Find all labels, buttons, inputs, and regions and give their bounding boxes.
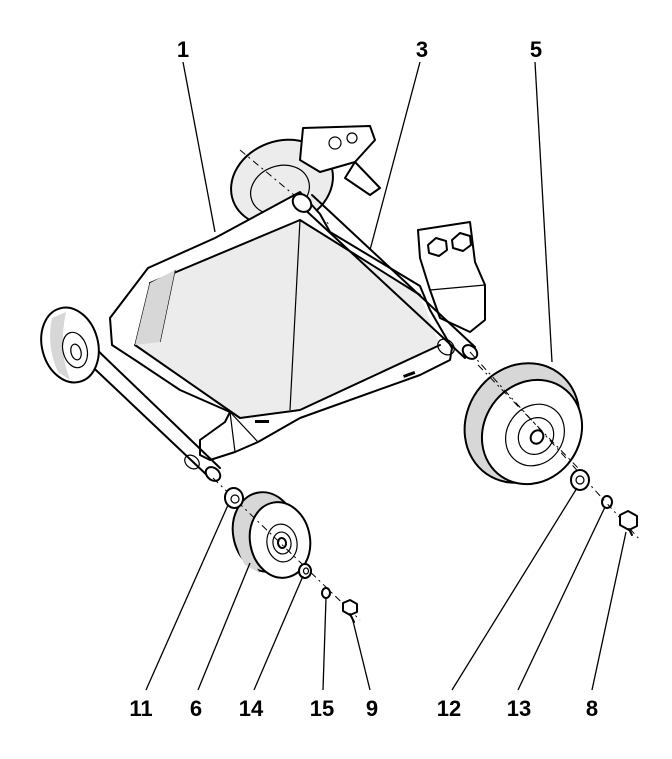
wheel-6	[231, 491, 312, 579]
callout-13: 13	[507, 696, 531, 721]
leader-13	[517, 506, 606, 691]
leader-9	[351, 616, 371, 691]
callout-3: 3	[416, 37, 428, 62]
leader-8	[591, 531, 627, 691]
leader-1	[182, 61, 216, 233]
leader-15	[322, 597, 327, 691]
callout-9: 9	[366, 696, 378, 721]
callout-15: 15	[310, 696, 334, 721]
leader-lines	[145, 61, 627, 691]
leader-5	[534, 61, 553, 363]
leader-14	[253, 575, 304, 691]
callout-5: 5	[530, 37, 542, 62]
leader-12	[451, 487, 578, 691]
frame	[109, 125, 486, 461]
callout-labels: 1 3 5 11 6 14 15 9 12 13 8	[129, 37, 598, 721]
leader-3	[369, 61, 421, 251]
callout-14: 14	[239, 696, 264, 721]
side-bracket	[417, 221, 486, 333]
callout-1: 1	[177, 37, 189, 62]
callout-6: 6	[190, 696, 202, 721]
callout-11: 11	[129, 696, 152, 721]
callout-8: 8	[586, 696, 598, 721]
callout-12: 12	[437, 696, 461, 721]
leader-11	[145, 504, 229, 691]
front-wheel-left	[40, 306, 100, 384]
upper-bracket	[299, 125, 381, 196]
leader-6	[197, 562, 251, 691]
hardware	[212, 351, 641, 623]
